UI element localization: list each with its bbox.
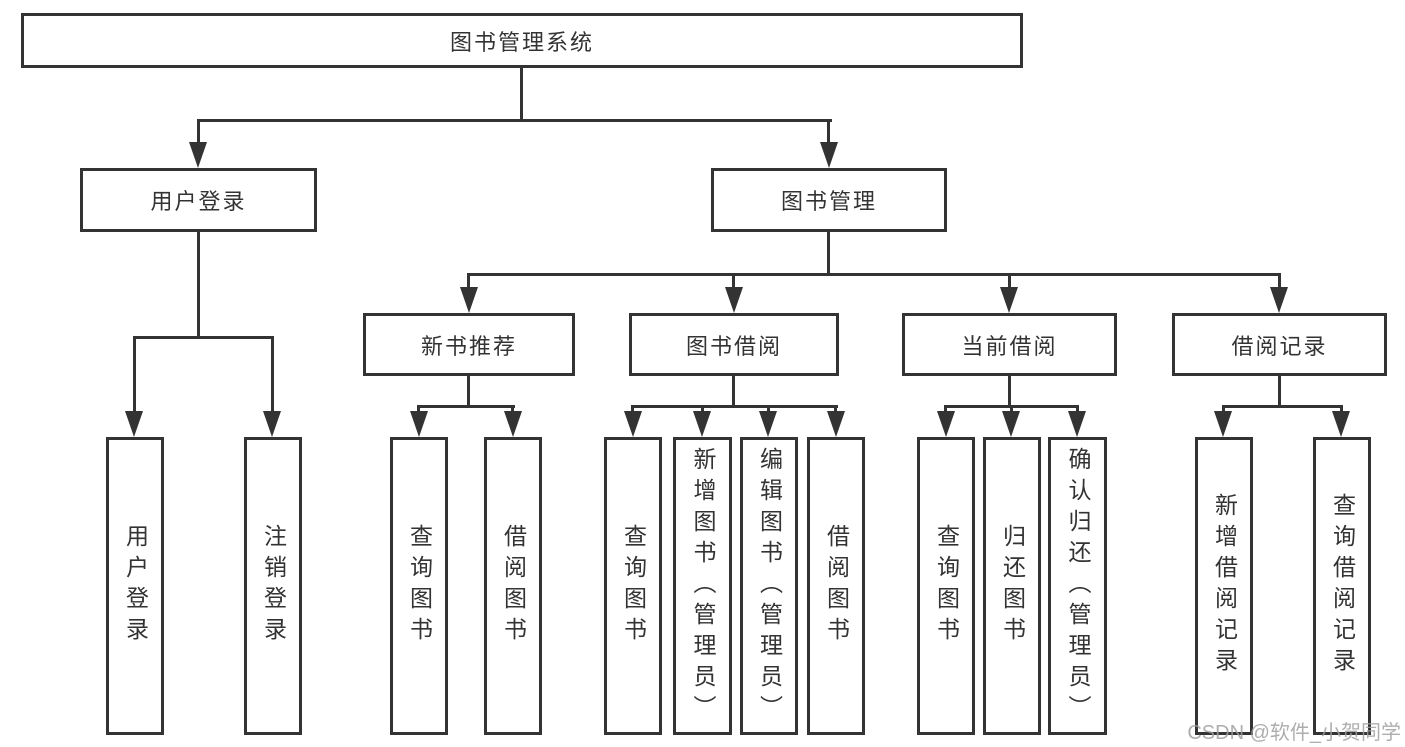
arrow-down-icon [1068, 411, 1086, 437]
leaf-query-book: 查询图书 [604, 437, 662, 735]
arrow-down-icon [1214, 411, 1232, 437]
leaf-label: 查询图书 [620, 524, 647, 648]
arrow-down-icon [820, 142, 838, 168]
leaf-user-login: 用户登录 [106, 437, 164, 735]
arrow-down-icon [827, 411, 845, 437]
arrow-down-icon [460, 287, 478, 313]
connector-stem [271, 339, 274, 413]
leaf-confirm-return-admin: 确认归还（管理员） [1048, 437, 1107, 735]
leaf-borrow-book: 借阅图书 [484, 437, 542, 735]
node-new-book-recommend: 新书推荐 [363, 313, 575, 376]
arrow-down-icon [1270, 287, 1288, 313]
connector-branch [944, 405, 1079, 408]
connector-branch [631, 405, 838, 408]
leaf-label: 确认归还（管理员） [1065, 446, 1091, 726]
leaf-label: 查询借阅记录 [1329, 493, 1356, 679]
arrow-down-icon [693, 411, 711, 437]
connector-stem [732, 276, 735, 289]
leaf-query-book: 查询图书 [390, 437, 448, 735]
leaf-add-borrow-record: 新增借阅记录 [1195, 437, 1253, 735]
connector-stem [197, 232, 200, 339]
node-book-management: 图书管理 [711, 168, 947, 232]
leaf-add-book-admin: 新增图书（管理员） [673, 437, 732, 735]
node-current-borrow: 当前借阅 [902, 313, 1117, 376]
node-label: 用户登录 [150, 189, 247, 214]
arrow-down-icon [125, 411, 143, 437]
connector-stem [827, 232, 830, 276]
leaf-borrow-book: 借阅图书 [807, 437, 865, 735]
node-borrow-record: 借阅记录 [1172, 313, 1387, 376]
node-label: 新书推荐 [420, 333, 517, 359]
connector-branch [417, 405, 515, 408]
arrow-down-icon [937, 411, 955, 437]
leaf-label: 注销登录 [260, 524, 287, 648]
node-label: 借阅记录 [1231, 333, 1328, 359]
connector-root-stem [520, 68, 523, 122]
arrow-down-icon [189, 142, 207, 168]
arrow-down-icon [263, 411, 281, 437]
connector-branch [467, 273, 1281, 276]
leaf-edit-book-admin: 编辑图书（管理员） [740, 437, 798, 735]
connector-stem [197, 122, 200, 144]
connector-stem [1008, 376, 1011, 408]
connector-stem [1008, 276, 1011, 289]
leaf-label: 借阅图书 [823, 524, 850, 648]
node-label: 图书借阅 [685, 333, 782, 359]
leaf-query-book: 查询图书 [917, 437, 975, 735]
connector-stem [1278, 276, 1281, 289]
leaf-label: 新增借阅记录 [1211, 493, 1238, 679]
leaf-label: 借阅图书 [500, 524, 527, 648]
arrow-down-icon [624, 411, 642, 437]
arrow-down-icon [759, 411, 777, 437]
watermark: CSDN @软件_小贺同学 [1187, 722, 1401, 744]
node-label: 当前借阅 [961, 333, 1058, 359]
node-root-label: 图书管理系统 [449, 29, 594, 55]
leaf-query-borrow-record: 查询借阅记录 [1313, 437, 1371, 735]
node-book-borrow: 图书借阅 [629, 313, 839, 376]
arrow-down-icon [1332, 411, 1350, 437]
node-root: 图书管理系统 [21, 13, 1023, 68]
arrow-down-icon [410, 411, 428, 437]
connector-stem [732, 376, 735, 408]
arrow-down-icon [504, 411, 522, 437]
leaf-logout: 注销登录 [244, 437, 302, 735]
leaf-label: 查询图书 [406, 524, 433, 648]
node-user-login: 用户登录 [80, 168, 317, 232]
leaf-label: 新增图书（管理员） [690, 446, 716, 726]
leaf-return-book: 归还图书 [983, 437, 1041, 735]
connector-branch [133, 336, 274, 339]
leaf-label: 查询图书 [933, 524, 960, 648]
arrow-down-icon [1000, 287, 1018, 313]
leaf-label: 编辑图书（管理员） [756, 446, 783, 726]
connector-stem [133, 339, 136, 413]
connector-branch [1222, 405, 1343, 408]
connector-root-branch [197, 119, 832, 122]
connector-stem [467, 276, 470, 289]
node-label: 图书管理 [780, 189, 877, 214]
connector-stem [827, 122, 830, 144]
arrow-down-icon [1002, 411, 1020, 437]
leaf-label: 用户登录 [122, 524, 149, 648]
leaf-label: 归还图书 [999, 524, 1026, 648]
arrow-down-icon [725, 287, 743, 313]
connector-stem [467, 376, 470, 408]
connector-stem [1278, 376, 1281, 408]
